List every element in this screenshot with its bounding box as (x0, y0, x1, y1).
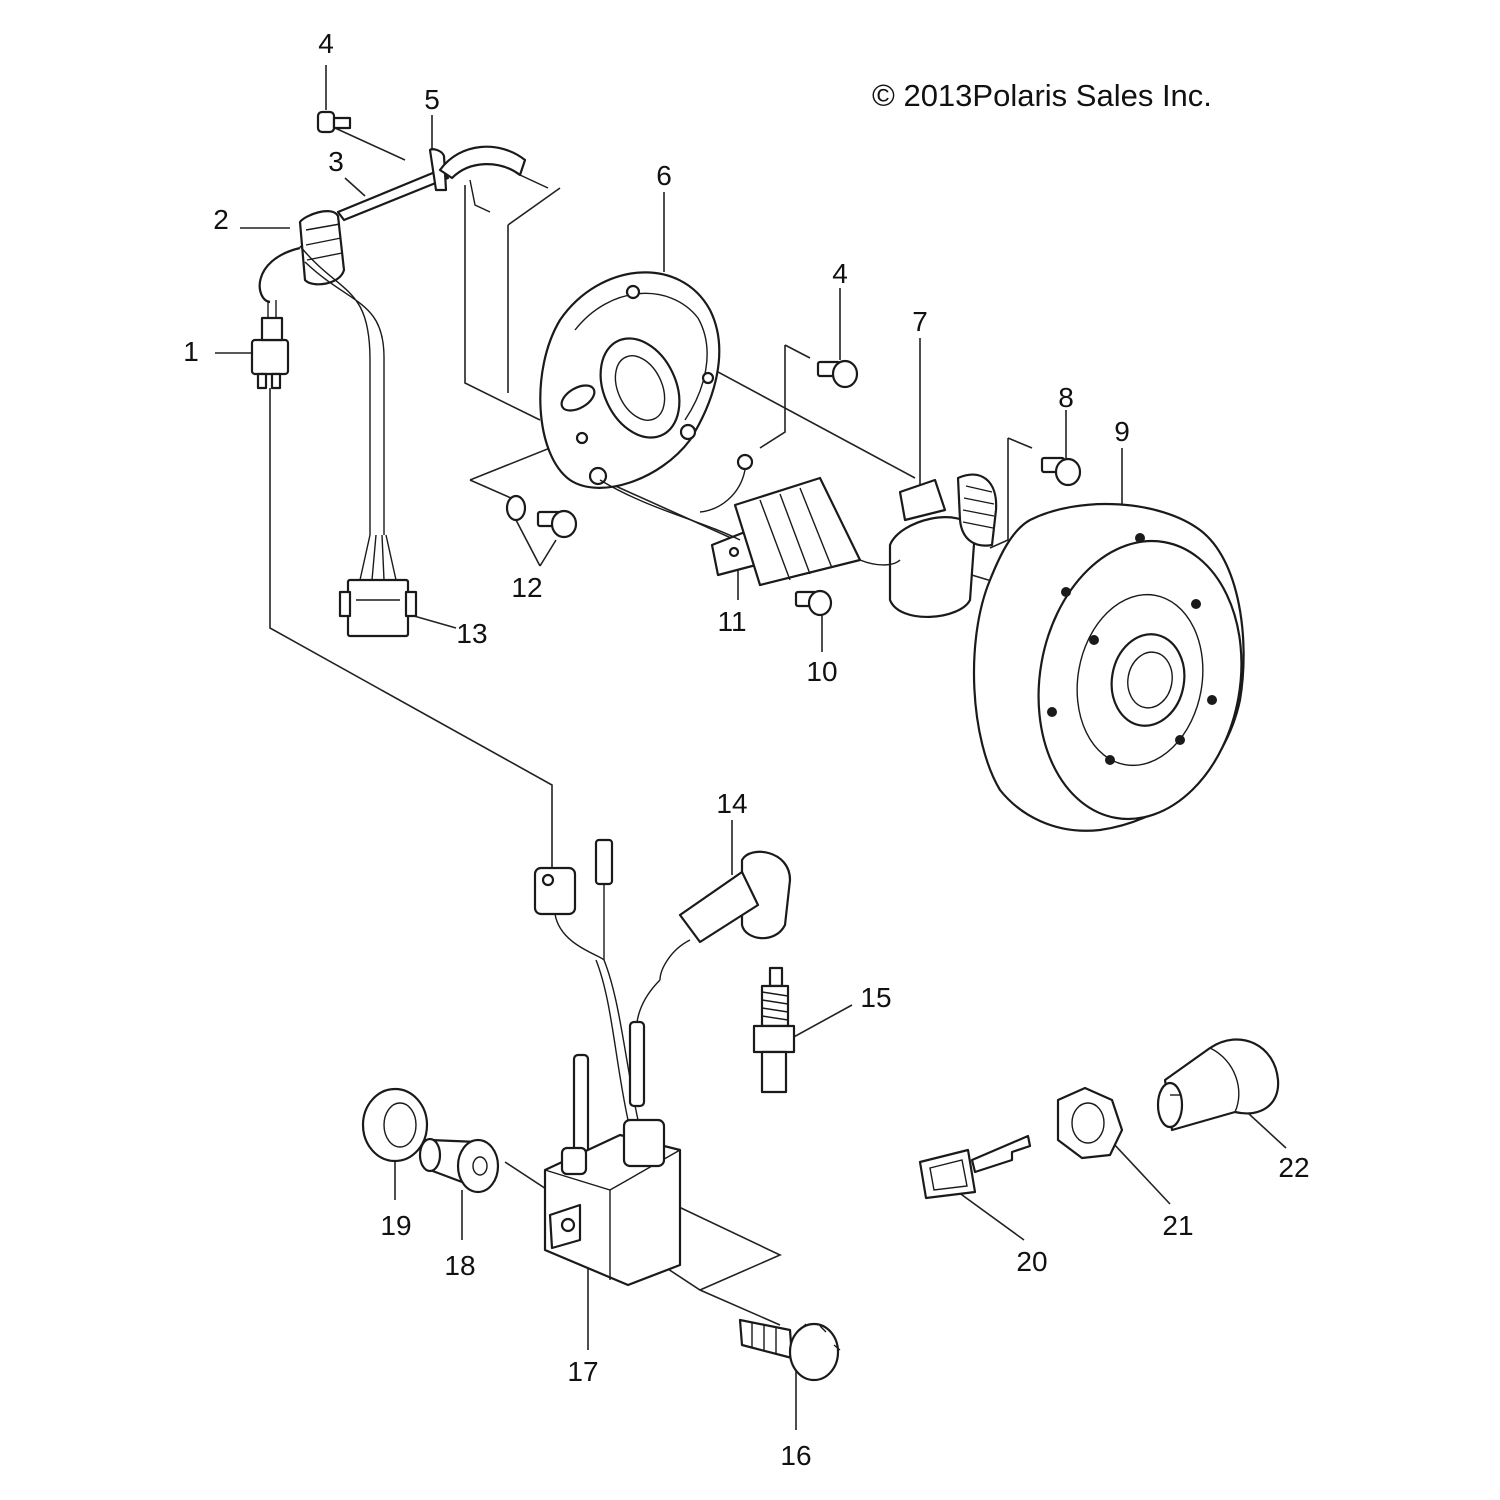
part-6-stator-plate (539, 271, 721, 489)
callout-17: 17 (567, 1356, 599, 1387)
part-4-screw-mid (816, 359, 859, 389)
part-10-screw (794, 589, 833, 617)
callout-6: 6 (656, 160, 672, 191)
part-8-screw (1040, 456, 1082, 487)
callout-13: 13 (456, 618, 488, 649)
part-7-stator-coil (733, 473, 998, 619)
part-2-3-harness (258, 145, 549, 535)
part-16-bolt (738, 1318, 841, 1382)
callout-9: 9 (1114, 416, 1130, 447)
callout-4-top: 4 (318, 28, 334, 59)
callout-2: 2 (213, 204, 229, 235)
part-1-connector (250, 300, 290, 390)
copyright-notice: © 2013Polaris Sales Inc. (872, 78, 1212, 113)
callout-1: 1 (183, 336, 199, 367)
part-17-ignition-coil (533, 838, 682, 1287)
callout-14: 14 (716, 788, 748, 819)
callout-21: 21 (1162, 1210, 1194, 1241)
callout-18: 18 (444, 1250, 476, 1281)
part-4-screw-top (316, 110, 352, 134)
callout-12: 12 (511, 572, 543, 603)
callout-11: 11 (717, 606, 747, 637)
callout-8: 8 (1058, 382, 1074, 413)
callout-5: 5 (424, 84, 440, 115)
callout-15: 15 (860, 982, 892, 1013)
part-11-pickup (599, 453, 758, 577)
callout-7: 7 (912, 306, 928, 337)
part-12-screw-washer (505, 494, 578, 539)
callout-16: 16 (780, 1440, 812, 1471)
part-22-puller (1156, 1038, 1280, 1132)
part-9-flywheel (972, 502, 1245, 832)
callout-22: 22 (1278, 1152, 1310, 1183)
part-20-key (918, 1134, 1032, 1200)
part-18-bushing (418, 1137, 500, 1194)
callout-3: 3 (328, 146, 344, 177)
callout-10: 10 (806, 656, 838, 687)
part-15-spark-plug (752, 966, 796, 1094)
part-21-nut (1056, 1086, 1124, 1160)
callout-4-mid: 4 (832, 258, 848, 289)
callout-19: 19 (380, 1210, 412, 1241)
callout-20: 20 (1016, 1246, 1048, 1277)
part-13-connector (338, 534, 418, 638)
part-19-washer (361, 1087, 429, 1163)
